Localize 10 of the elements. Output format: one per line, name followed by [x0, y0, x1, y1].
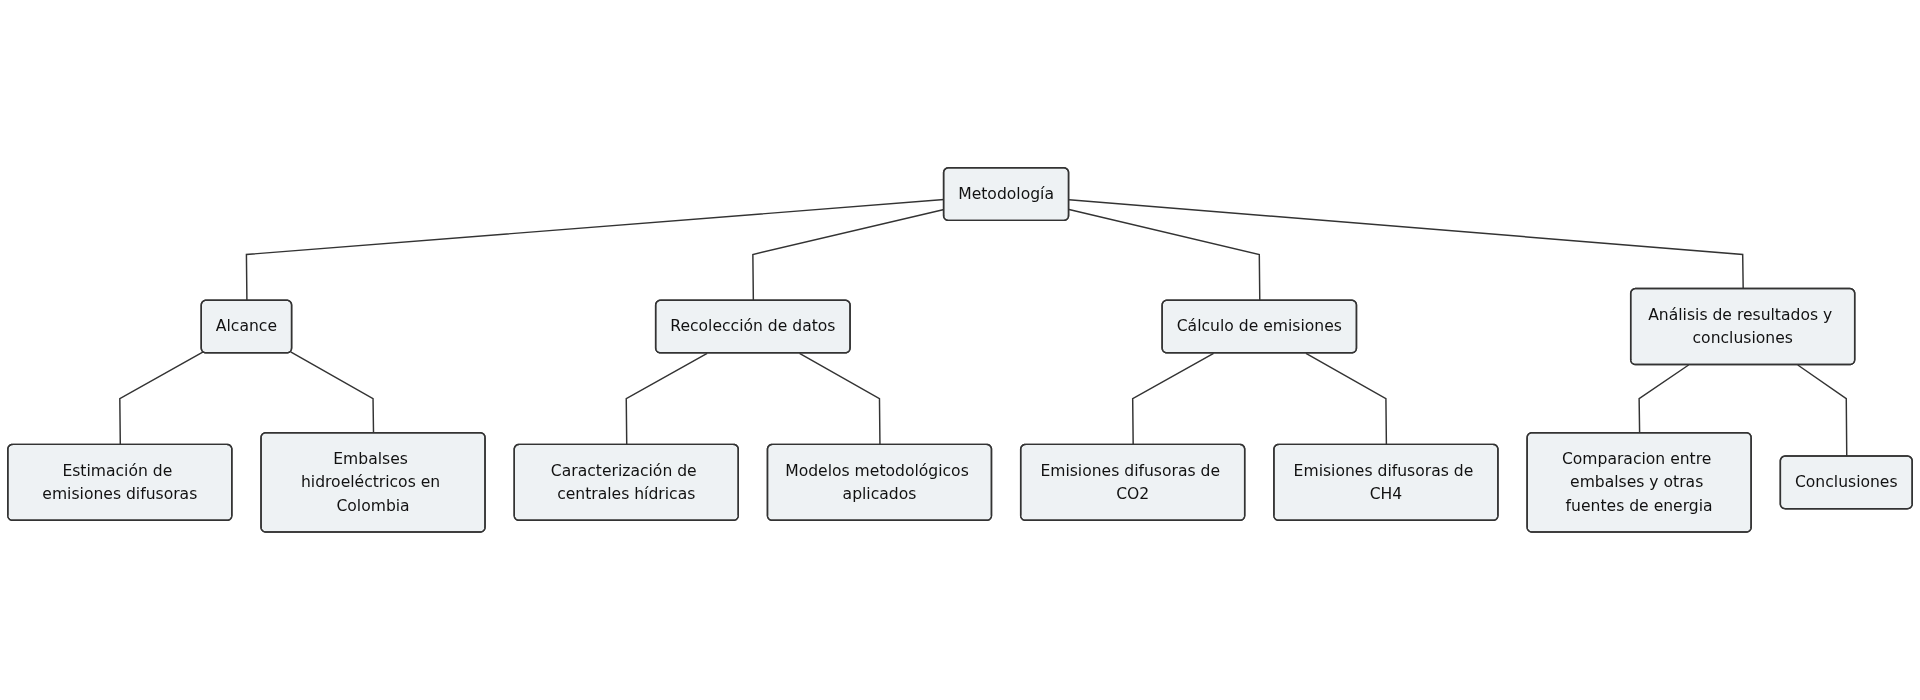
connector	[625, 352, 708, 446]
connector	[1797, 364, 1848, 458]
connector	[119, 351, 204, 446]
connector	[1068, 199, 1744, 290]
connector	[289, 351, 375, 434]
connector	[1131, 352, 1215, 446]
connector	[1068, 208, 1261, 302]
connector	[1305, 352, 1388, 446]
connector	[1638, 364, 1690, 434]
connector	[798, 352, 881, 446]
